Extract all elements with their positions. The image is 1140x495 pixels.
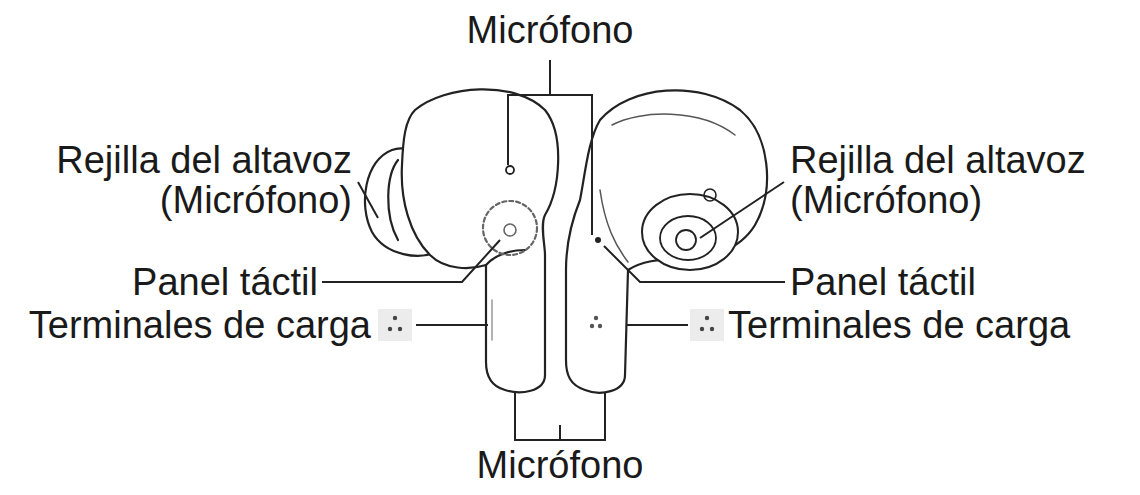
touch-panel-label: Panel táctil [790,262,1090,302]
touch-panel-label: Panel táctil [18,262,318,302]
speaker-grille-label: Rejilla del altavoz (Micrófono) [22,140,352,220]
microphone-label: Micrófono [400,10,700,50]
speaker-grille-label: Rejilla del altavoz (Micrófono) [790,140,1120,220]
microphone-label: Micrófono [410,445,710,485]
charging-terminals-label: Terminales de carga [3,305,371,345]
terminal-icon [378,309,724,341]
charging-terminals-label: Terminales de carga [728,305,1133,345]
